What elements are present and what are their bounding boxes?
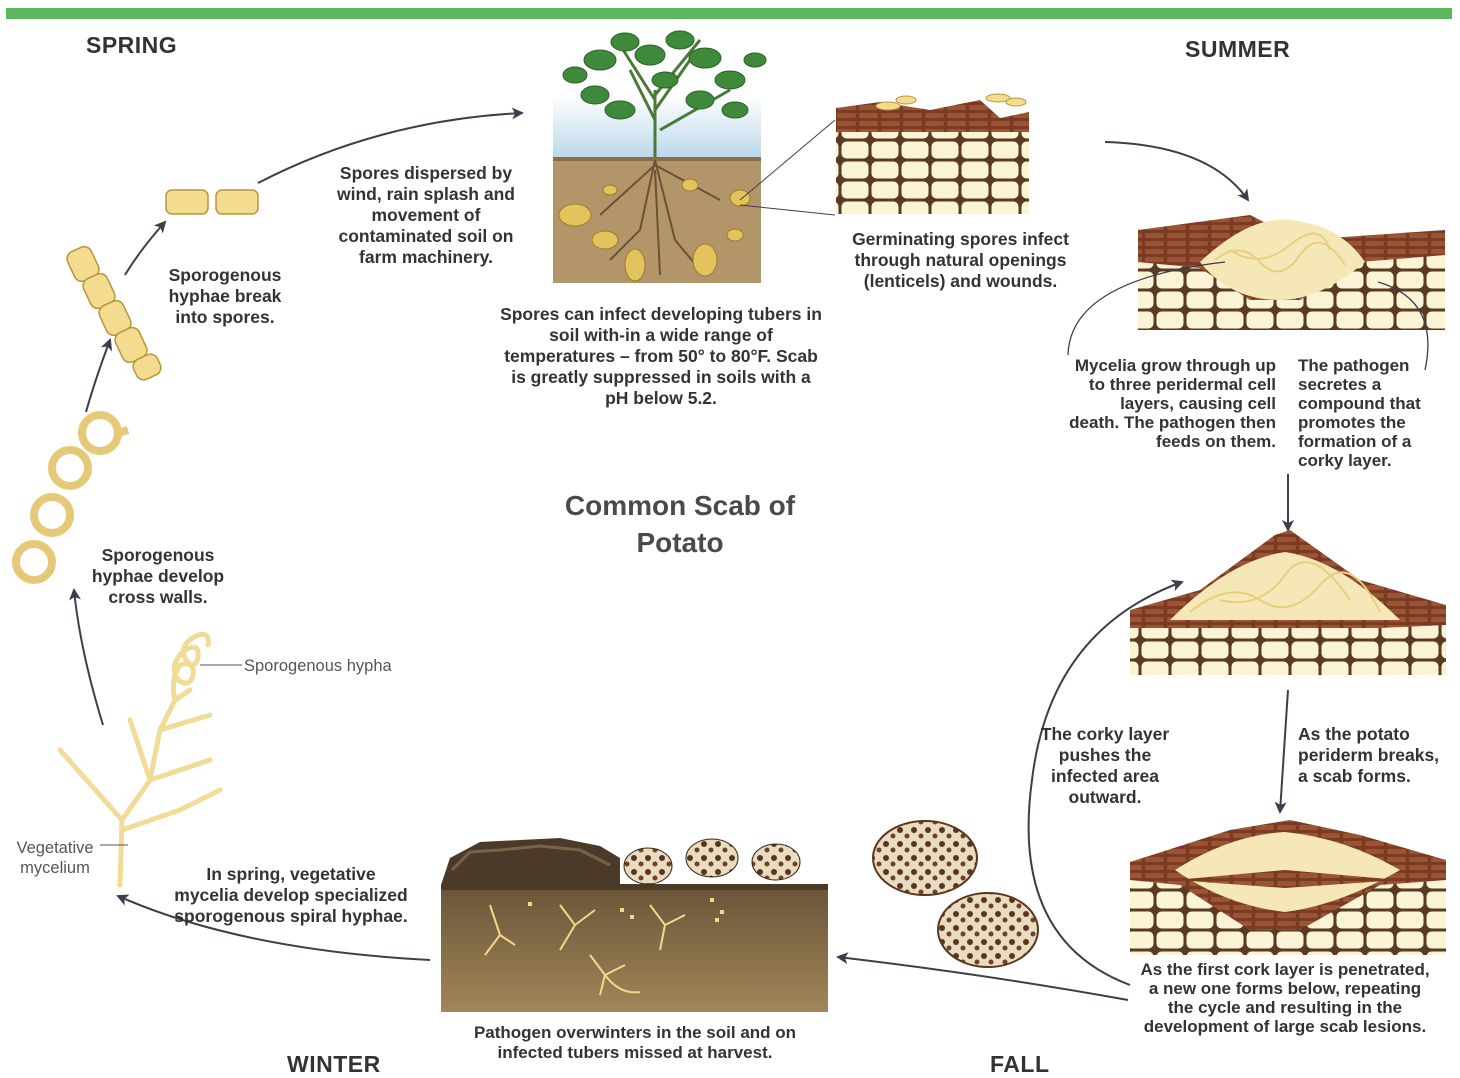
season-summer: SUMMER: [1185, 36, 1290, 63]
lesion-stage-1-illustration: [1138, 215, 1445, 330]
potato-plant-illustration: [553, 31, 766, 283]
caption-cross-walls: Sporogenous hyphae develop cross walls.: [88, 545, 228, 608]
caption-mycelia-grow: Mycelia grow through up to three perider…: [1068, 356, 1276, 451]
season-fall: FALL: [990, 1051, 1050, 1078]
lenticel-tissue-illustration: [836, 94, 1029, 214]
label-vegetative-mycelium: Vegetative mycelium: [5, 838, 105, 878]
lesion-stage-2-illustration: [1130, 530, 1446, 675]
caption-germinating-spores: Germinating spores infect through natura…: [838, 229, 1083, 292]
arrow-to-segmented: [86, 340, 110, 412]
caption-spores-infect-tubers: Spores can infect developing tubers in s…: [500, 304, 822, 409]
spring-spores-illustration: [166, 190, 258, 214]
caption-spring-vegetative: In spring, vegetative mycelia develop sp…: [172, 864, 410, 927]
caption-hyphae-break: Sporogenous hyphae break into spores.: [155, 265, 295, 328]
winter-soil-illustration: [441, 810, 828, 1012]
lesion-stage-3-illustration: [1130, 820, 1446, 955]
caption-cork-layer-penetrated: As the first cork layer is penetrated, a…: [1135, 960, 1435, 1036]
arrow-to-cross-walls: [74, 590, 103, 725]
caption-corky-layer-pushes: The corky layer pushes the infected area…: [1030, 724, 1180, 808]
caption-periderm-breaks: As the potato periderm breaks, a scab fo…: [1298, 724, 1443, 787]
caption-spores-dispersed: Spores dispersed by wind, rain splash an…: [328, 163, 524, 268]
segmented-hypha-illustration: [64, 244, 163, 382]
season-spring: SPRING: [86, 32, 177, 59]
label-sporogenous-hypha: Sporogenous hypha: [244, 656, 392, 676]
season-winter: WINTER: [287, 1051, 381, 1078]
caption-overwinters: Pathogen overwinters in the soil and on …: [445, 1023, 825, 1063]
arrow-to-lesion-3: [1280, 690, 1288, 812]
diagram-title: Common Scab of Potato: [530, 487, 830, 561]
arrow-to-lesion-1: [1105, 142, 1248, 200]
caption-pathogen-secretes: The pathogen secretes a compound that pr…: [1298, 356, 1438, 470]
scabbed-tubers-illustration: [873, 821, 1038, 967]
